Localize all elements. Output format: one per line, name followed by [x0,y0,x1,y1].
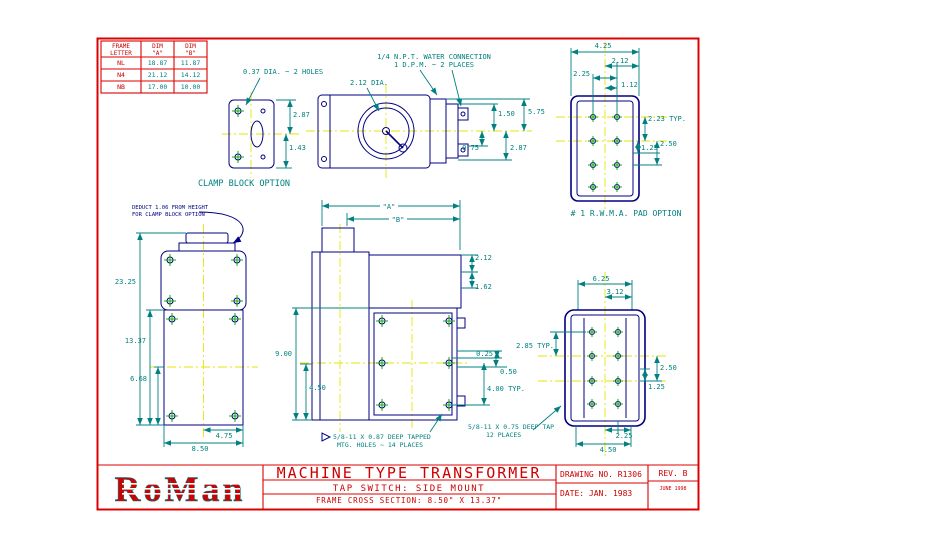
front-dim-1337-label: 13.37 [125,337,146,345]
tap-switch-top-view: 1/4 N.P.T. WATER CONNECTION 1 D.P.M. ~ 2… [306,53,545,180]
front-dim-2325-label: 23.25 [115,278,136,286]
transformer-back-view: 6.25 3.12 2.85 TYP. 2.50 1.25 2.25 4.50 … [468,272,677,458]
back-dim-450-label: 4.50 [600,446,617,454]
back-dim-312-label: 3.12 [607,288,624,296]
side-dim-050-label: 0.50 [500,368,517,376]
side-dim-a-label: "A" [383,203,396,211]
table-row-nb-b: 10.00 [181,83,201,91]
side-tap-note-line2: MTG. HOLES ~ 14 PLACES [337,441,423,449]
back-tap-note-line2: 12 PLACES [486,431,521,439]
table-row-nb-letter: NB [117,83,125,91]
table-row-nl-letter: NL [117,59,125,67]
switch-dim-287-label: 2.87 [510,144,527,152]
side-dim-025-label: 0.25 [476,350,493,358]
back-dim-225-label: 2.25 [616,432,633,440]
pad-dim-112-label: 1.12 [621,81,638,89]
pad-view-caption: # 1 R.W.M.A. PAD OPTION [571,209,682,218]
back-dim-625-label: 6.25 [593,275,610,283]
table-header-dima-line1: DIM [152,43,163,50]
table-row-nl-b: 11.87 [181,59,201,67]
water-connection-note-line1: 1/4 N.P.T. WATER CONNECTION [377,53,491,61]
rwma-pad-view: 4.25 2.12 2.25 1.12 2.23 TYP. 1.25 2.50 … [556,42,686,218]
back-dim-250-label: 2.50 [660,364,677,372]
logo-stripe [122,483,240,485]
drawing-date: DATE: JAN. 1983 [560,489,632,498]
side-dim-450-label: 4.50 [309,384,326,392]
pad-dim-223-label: 2.23 TYP. [648,115,686,123]
pad-dim-225-label: 2.25 [573,70,590,78]
table-row-n4-a: 21.12 [148,71,168,79]
side-tap-note-line1: 5/8-11 X 0.87 DEEP TAPPED [333,433,431,441]
transformer-front-view: DEDUCT 1.06 FROM HEIGHT FOR CLAMP BLOCK … [115,205,258,453]
frame-cross-section: FRAME CROSS SECTION: 8.50" X 13.37" [316,496,502,505]
front-dim-850-label: 8.50 [192,445,209,453]
transformer-side-view: "A" "B" 2.12 1.62 9.00 4.50 0.2 [275,200,525,449]
pad-dim-125-label: 1.25 [641,144,658,152]
dial-diameter-note: 2.12 DIA. [350,79,388,87]
note-flag-marker [321,432,332,442]
pad-dim-425-label: 4.25 [595,42,612,50]
revision-date: JUNE 1998 [659,486,686,492]
side-dim-b-label: "B" [392,216,405,224]
drawing-number: DRAWING NO. R1306 [560,470,642,479]
clamp-hole-note: 0.37 DIA. ~ 2 HOLES [243,68,323,76]
deduct-note-line1: DEDUCT 1.06 FROM HEIGHT [132,205,209,211]
table-header-dimb-line1: DIM [185,43,196,50]
water-connection-note-line2: 1 D.P.M. ~ 2 PLACES [394,61,474,69]
switch-dim-075-label: 0.75 [462,144,479,152]
revision: REV. B [659,469,688,478]
pad-dim-250-label: 2.50 [660,140,677,148]
deduct-note-line2: FOR CLAMP BLOCK OPTION [132,212,205,218]
table-row-n4-letter: N4 [117,71,125,79]
table-row-n4-b: 14.12 [181,71,201,79]
back-dim-285-label: 2.85 TYP. [516,342,554,350]
table-header-dima-line2: "A" [152,50,163,57]
table-header-dimb-line2: "B" [185,50,196,57]
back-dim-125-label: 1.25 [648,383,665,391]
front-dim-668-label: 6.68 [130,375,147,383]
sheet-border [96,37,700,511]
frame-size-table: FRAME LETTER DIM "A" DIM "B" NL 18.87 11… [100,40,208,94]
table-header-frame-line1: FRAME [112,43,130,50]
side-dim-400-label: 4.00 TYP. [487,385,525,393]
table-row-nb-a: 17.00 [148,83,168,91]
switch-dim-575-label: 5.75 [528,108,545,116]
side-dim-900-label: 9.00 [275,350,292,358]
deduct-note-leader [198,211,244,244]
logo-stripe [122,488,240,490]
table-header-frame-line2: LETTER [110,50,132,57]
side-dim-162-label: 1.62 [475,283,492,291]
title-block: RoMan MACHINE TYPE TRANSFORMER TAP SWITC… [97,464,699,510]
front-dim-475-label: 4.75 [216,432,233,440]
clamp-dim-287-label: 2.87 [293,111,310,119]
drawing-title: MACHINE TYPE TRANSFORMER [277,464,542,482]
switch-dim-150-label: 1.50 [498,110,515,118]
table-row-nl-a: 18.87 [148,59,168,67]
drawing-subtitle: TAP SWITCH: SIDE MOUNT [333,484,485,494]
clamp-block-view: 0.37 DIA. ~ 2 HOLES 2.87 1.43 CLAMP BLOC… [198,68,323,189]
clamp-dim-143-label: 1.43 [289,144,306,152]
logo-stripe [122,493,240,495]
clamp-view-caption: CLAMP BLOCK OPTION [198,179,290,189]
pad-dim-212-label: 2.12 [612,57,629,65]
side-dim-212-label: 2.12 [475,254,492,262]
back-tap-note-line1: 5/8-11 X 0.75 DEEP TAP [468,423,554,431]
